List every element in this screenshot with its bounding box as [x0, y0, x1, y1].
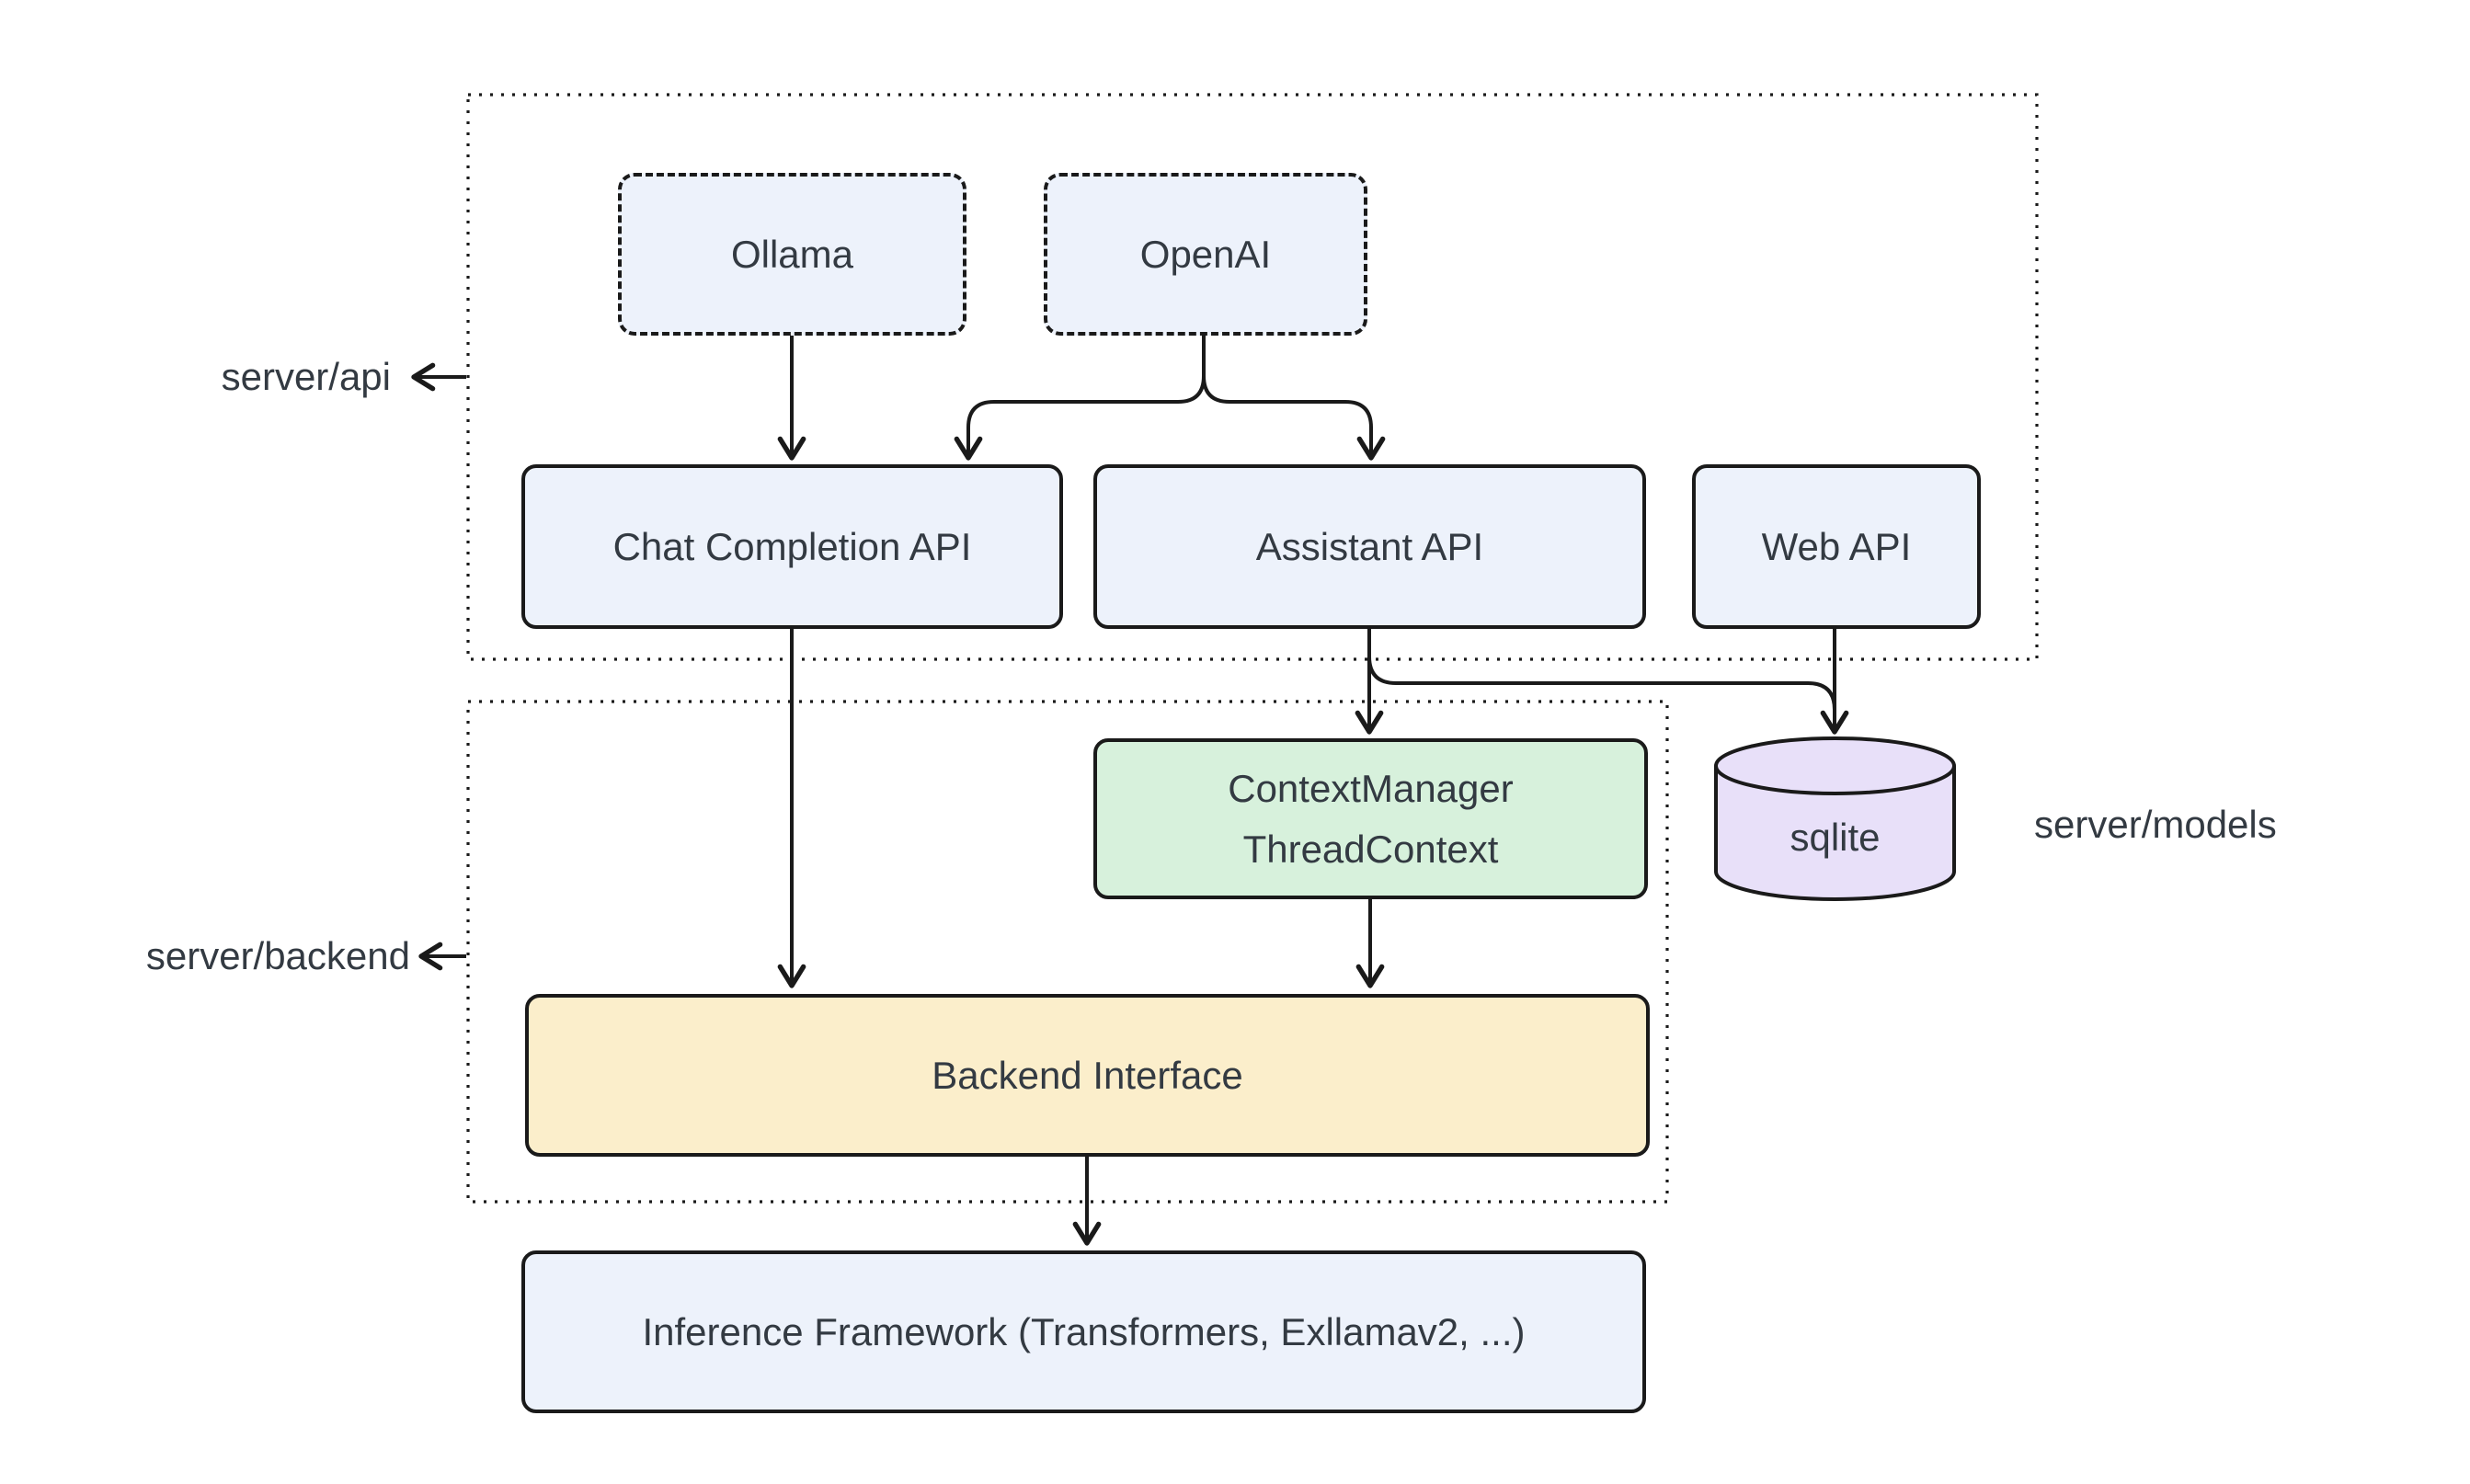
- node-ollama-label: Ollama: [730, 232, 854, 276]
- node-context-manager-line1: ContextManager: [1228, 767, 1514, 811]
- node-chat-completion-api-label: Chat Completion API: [612, 524, 972, 568]
- node-inference-framework-label: Inference Framework (Transformers, Exlla…: [642, 1309, 1526, 1353]
- node-sqlite-label: sqlite: [1790, 815, 1881, 859]
- node-backend-interface: Backend Interface: [525, 994, 1650, 1157]
- node-inference-framework: Inference Framework (Transformers, Exlla…: [521, 1250, 1646, 1413]
- node-web-api: Web API: [1692, 464, 1981, 629]
- node-context-manager: ContextManager ThreadContext: [1093, 738, 1648, 899]
- edge-openai-to-assistant: [1202, 336, 1386, 461]
- node-web-api-label: Web API: [1761, 524, 1912, 568]
- sqlite-cylinder: [1714, 736, 1956, 901]
- node-openai: OpenAI: [1044, 173, 1367, 336]
- node-backend-interface-label: Backend Interface: [932, 1053, 1243, 1097]
- node-ollama: Ollama: [618, 173, 966, 336]
- node-assistant-api: Assistant API: [1093, 464, 1646, 629]
- edge-openai-to-chat-completion: [954, 336, 1206, 461]
- node-context-manager-line2: ThreadContext: [1242, 827, 1499, 871]
- server-backend-label: server/backend: [145, 934, 410, 977]
- server-api-label: server/api: [221, 355, 391, 398]
- node-assistant-api-label: Assistant API: [1255, 524, 1484, 568]
- server-api-group-border: [466, 93, 2039, 661]
- node-chat-completion-api: Chat Completion API: [521, 464, 1063, 629]
- node-openai-label: OpenAI: [1139, 232, 1272, 276]
- server-models-label: server/models: [2034, 803, 2277, 846]
- edge-assistant-to-sqlite: [1367, 656, 1836, 721]
